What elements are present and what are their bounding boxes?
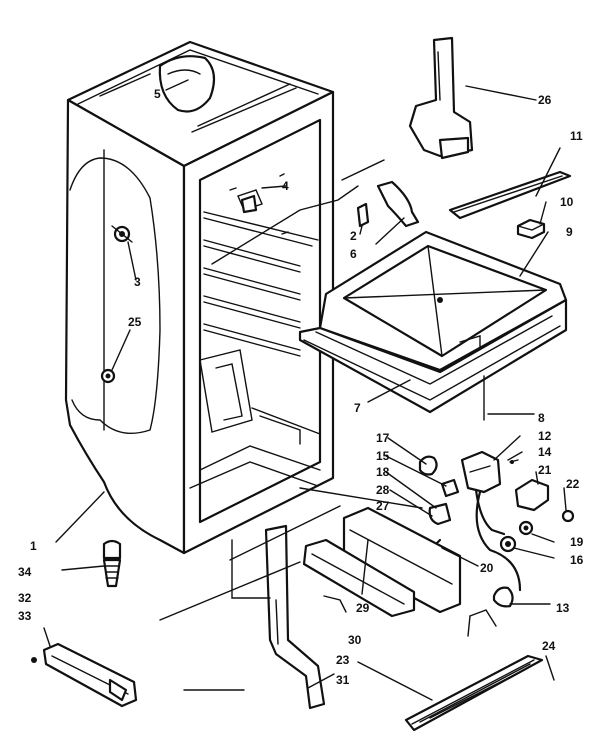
drain-tube — [264, 524, 326, 710]
callout-1: 1 — [30, 539, 37, 553]
callout-11: 11 — [570, 129, 583, 143]
shelf-tray — [298, 230, 568, 414]
callout-17: 17 — [376, 431, 390, 445]
callout-3: 3 — [134, 275, 141, 289]
callout-32: 32 — [18, 591, 32, 605]
callout-9: 9 — [566, 225, 573, 239]
callout-30: 30 — [348, 633, 362, 647]
air-duct — [408, 36, 474, 160]
callout-28: 28 — [376, 483, 390, 497]
leader-lines — [43, 79, 567, 701]
callout-8: 8 — [538, 411, 545, 425]
callout-10: 10 — [560, 195, 574, 209]
small-block — [516, 218, 546, 240]
callout-5: 5 — [154, 87, 161, 101]
cabinet-liner — [64, 40, 335, 555]
callout-12: 12 — [538, 429, 552, 443]
callout-7: 7 — [354, 401, 361, 415]
bracket-part — [356, 180, 420, 228]
callout-2: 2 — [350, 229, 357, 243]
callout-6: 6 — [350, 247, 357, 261]
control-parts — [418, 450, 575, 637]
callout-18: 18 — [376, 465, 390, 479]
plug-button — [100, 368, 116, 384]
assembly-lines — [159, 159, 485, 691]
callout-labels: 5 4 2 6 3 25 26 11 10 9 7 8 12 14 21 22 … — [18, 87, 584, 687]
callout-14: 14 — [538, 445, 552, 459]
light-socket — [111, 225, 133, 243]
callout-16: 16 — [570, 553, 584, 567]
callout-25: 25 — [128, 315, 142, 329]
callout-19: 19 — [570, 535, 584, 549]
callout-13: 13 — [556, 601, 570, 615]
callout-31: 31 — [336, 673, 350, 687]
callout-29: 29 — [356, 601, 370, 615]
callout-27: 27 — [376, 499, 390, 513]
toe-grille — [404, 654, 544, 732]
callout-15: 15 — [376, 449, 390, 463]
mounting-channel — [302, 506, 462, 618]
trim-strip — [448, 170, 572, 220]
callout-23: 23 — [336, 653, 350, 667]
base-bracket — [31, 642, 138, 708]
callout-26: 26 — [538, 93, 552, 107]
callout-24: 24 — [542, 639, 556, 653]
callout-20: 20 — [480, 561, 494, 575]
callout-4: 4 — [282, 179, 289, 193]
leveling-foot — [102, 539, 122, 588]
callout-34: 34 — [18, 565, 32, 579]
callout-33: 33 — [18, 609, 32, 623]
callout-22: 22 — [566, 477, 580, 491]
callout-21: 21 — [538, 463, 552, 477]
clip-part — [240, 194, 258, 214]
